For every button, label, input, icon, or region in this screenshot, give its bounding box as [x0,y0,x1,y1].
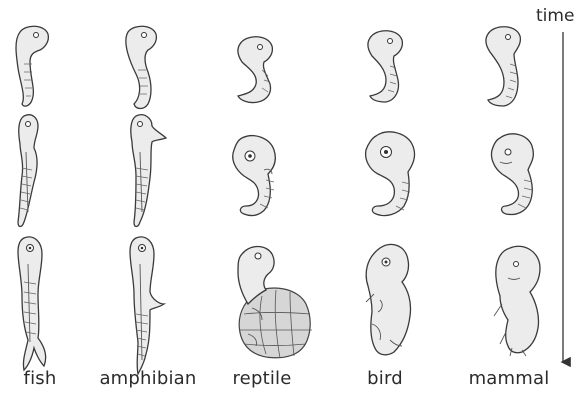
mammal-embryo-stage-3 [494,246,540,356]
reptile-embryo-stage-2 [233,136,276,216]
fish-embryo-stage-2 [18,115,38,227]
fish-embryo-stage-1 [16,26,48,106]
amphibian-embryo-stage-1 [126,26,157,108]
mammal-embryo-stage-1 [486,27,521,106]
reptile-embryo-stage-1 [238,37,273,103]
bird-embryo-stage-1 [368,31,403,102]
time-axis-label: time [536,6,574,26]
mammal-embryo-stage-2 [491,134,533,215]
column-label-reptile: reptile [207,368,317,389]
reptile-embryo-stage-3 [238,247,312,359]
bird-embryo-stage-2 [366,132,415,216]
column-label-fish: fish [0,368,95,389]
amphibian-embryo-stage-3 [130,237,164,374]
fish-embryo-stage-3 [18,237,46,370]
column-label-mammal: mammal [454,368,564,389]
column-label-bird: bird [330,368,440,389]
amphibian-embryo-stage-2 [131,115,166,227]
column-label-amphibian: amphibian [93,368,203,389]
bird-embryo-stage-3 [366,244,411,354]
